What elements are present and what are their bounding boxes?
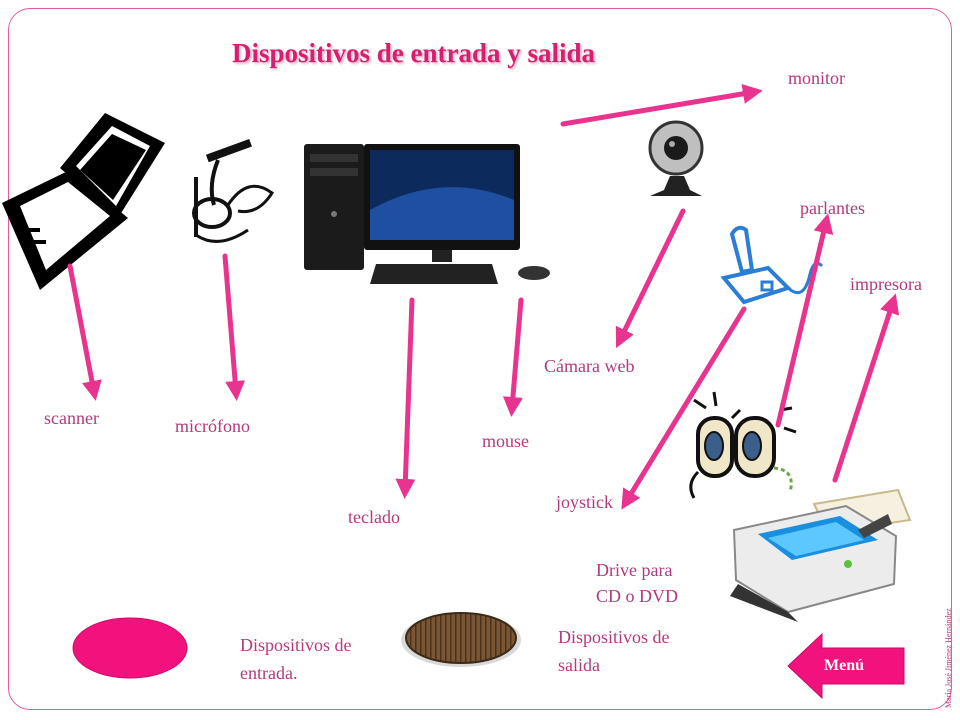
label-microfono: micrófono <box>175 416 250 436</box>
label-camara-web: Cámara web <box>544 356 635 376</box>
slide-title: Dispositivos de entrada y salida <box>232 38 596 68</box>
label-drive-line2: CD o DVD <box>596 586 679 606</box>
arrow-impresora <box>832 293 900 483</box>
arrow-microfono <box>222 253 246 401</box>
legend-output-line2: salida <box>558 655 600 675</box>
label-monitor: monitor <box>788 68 845 88</box>
legend-input-line1: Dispositivos de <box>240 635 352 655</box>
arrow-scanner <box>67 263 102 401</box>
arrow-monitor <box>560 83 763 127</box>
computer-image <box>304 144 550 284</box>
label-impresora: impresora <box>850 274 922 294</box>
menu-button-label: Menú <box>824 657 864 674</box>
microphone-image <box>192 139 275 243</box>
label-joystick: joystick <box>556 492 613 512</box>
speakers-image <box>689 391 797 499</box>
slide-frame <box>8 8 952 710</box>
label-mouse: mouse <box>482 431 529 451</box>
arrow-parlantes <box>775 213 834 428</box>
menu-button[interactable]: Menú <box>786 632 906 700</box>
arrow-joystick <box>621 306 747 510</box>
menu-arrow-shape <box>787 632 905 700</box>
arrow-teclado <box>395 297 416 499</box>
label-scanner: scanner <box>44 408 99 428</box>
label-parlantes: parlantes <box>800 198 865 218</box>
legend-output-line1: Dispositivos de <box>558 627 670 647</box>
label-drive-line1: Drive para <box>596 560 673 580</box>
arrow-mouse <box>502 297 524 417</box>
printer-image <box>730 488 912 622</box>
author-credit: María José Jiménez Hernández <box>944 608 953 708</box>
webcam-image <box>648 120 704 196</box>
scanner-image <box>2 113 165 290</box>
legend-input-swatch <box>72 617 188 679</box>
label-teclado: teclado <box>348 507 400 527</box>
legend-input-line2: entrada. <box>240 663 298 683</box>
legend-output-swatch <box>401 612 521 667</box>
arrow-camara <box>615 208 686 349</box>
